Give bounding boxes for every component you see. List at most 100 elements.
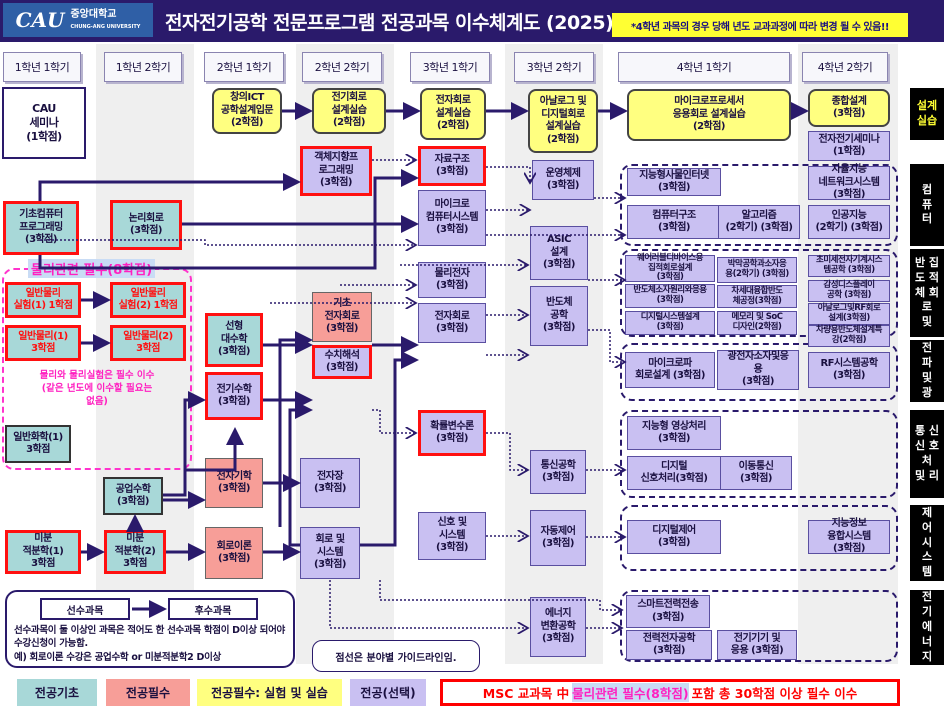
course-electrical-math[interactable]: 전기수학 (3학점) xyxy=(205,372,263,420)
university-logo: CAU 중앙대학교 CHUNG-ANG UNIVERSITY xyxy=(3,3,153,37)
course-digital-control[interactable]: 디지털제어 (3학점) xyxy=(627,520,721,554)
course-image-processing[interactable]: 지능형 영상처리 (3학점) xyxy=(627,416,721,450)
legend-elective: 전공(선택) xyxy=(350,679,426,706)
course-physics2[interactable]: 일반물리(2) 3학점 xyxy=(110,325,186,361)
track-label: 제 어 시 스 템 xyxy=(910,505,944,581)
course-probability[interactable]: 확률변수론 (3학점) xyxy=(418,410,486,456)
track-label: 반 집 도 적 체 회 로 및 xyxy=(910,249,944,337)
course-basic-electronic-circuit[interactable]: 기초 전자회로 (3학점) xyxy=(312,292,372,342)
course-autonomous-network[interactable]: 자율지능 네트워크시스템 (3학점) xyxy=(808,164,890,200)
course-calculus1[interactable]: 미분 적분학(1) 3학점 xyxy=(5,530,81,574)
course-dsp[interactable]: 디지털 신호처리(3학점) xyxy=(627,456,721,490)
course-intelligent-fusion[interactable]: 지능정보 융합시스템 (3학점) xyxy=(808,518,890,554)
course-automotive-semi[interactable]: 차량용반도체설계특 강(2학점) xyxy=(808,325,890,347)
course-em-fields[interactable]: 전자장 (3학점) xyxy=(300,458,360,508)
page-title: 전자전기공학 전문프로그램 전공과목 이수체계도 (2025) xyxy=(165,12,614,34)
track-label: 전 기 에 너 지 xyxy=(910,590,944,665)
course-electric-machines[interactable]: 전기기기 및 응용 (3학점) xyxy=(717,630,797,660)
course-rf-system[interactable]: RF시스템공학 (3학점) xyxy=(808,352,890,388)
course-microwave[interactable]: 마이크로파 회로설계 (3학점) xyxy=(625,352,715,388)
legend-text: 선수과목이 둘 이상인 과목은 적어도 한 선수과목 학점이 D이상 되어야 수… xyxy=(14,625,285,663)
course-physics-lab1[interactable]: 일반물리 실험(1) 1학점 xyxy=(5,282,81,318)
physics-group-title: 물리관련 필수(8학점) xyxy=(28,259,156,278)
logo-mark: CAU xyxy=(15,8,65,32)
course-display[interactable]: 감성디스플레이 공학 (3학점) xyxy=(808,280,890,302)
course-chemistry1[interactable]: 일반화학(1) 3학점 xyxy=(5,425,71,463)
course-data-structure[interactable]: 자료구조 (3학점) xyxy=(418,146,486,186)
dotted-line-note: 점선은 분야별 가이드라인임. xyxy=(312,640,480,672)
semester-header: 4학년 2학기 xyxy=(802,52,888,82)
legend-basic: 전공기초 xyxy=(17,679,97,706)
course-oop[interactable]: 객체지향프 로그래밍 (3학점) xyxy=(300,146,372,196)
course-logic-circuit[interactable]: 논리회로 (3학점) xyxy=(110,200,182,250)
course-linear-algebra[interactable]: 선형 대수학 (3학점) xyxy=(205,313,263,367)
semester-header: 1학년 1학기 xyxy=(3,52,81,82)
course-physics-lab2[interactable]: 일반물리 실험(2) 1학점 xyxy=(110,282,186,318)
semester-header: 3학년 2학기 xyxy=(514,52,594,82)
course-ai[interactable]: 인공지능 (2학기) (3학점) xyxy=(808,205,890,239)
course-iot[interactable]: 지능형사물인터넷 (3학점) xyxy=(627,168,721,196)
logo-sub: CHUNG-ANG UNIVERSITY xyxy=(70,24,141,30)
course-electronic-circuit[interactable]: 전자회로 (3학점) xyxy=(418,303,486,343)
track-group xyxy=(620,410,898,498)
track-label: 설계 실습 xyxy=(910,88,944,140)
course-computer-architecture[interactable]: 컴퓨터구조 (3학점) xyxy=(627,205,721,239)
course-calculus2[interactable]: 미분 적분학(2) 3학점 xyxy=(104,530,166,574)
course-signals-systems[interactable]: 신호 및 시스템 (3학점) xyxy=(418,512,486,560)
course-physics1[interactable]: 일반물리(1) 3학점 xyxy=(5,325,81,361)
course-os[interactable]: 운영체제 (3학점) xyxy=(532,160,594,200)
course-engineering-math[interactable]: 공업수학 (3학점) xyxy=(103,477,163,515)
course-electronic-lab[interactable]: 전자회로 설계실습 (2학점) xyxy=(420,88,486,140)
physics-group-note: 물리와 물리실험은 필수 이수 (같은 년도에 이수할 필요는 없음) xyxy=(39,370,155,407)
course-next-gen-process[interactable]: 차세대융합반도 체공정(3학점) xyxy=(717,285,797,308)
course-circuit-theory[interactable]: 회로이론 (3학점) xyxy=(205,527,263,579)
course-physical-electronics[interactable]: 물리전자 (3학점) xyxy=(418,262,486,298)
semester-header: 1학년 2학기 xyxy=(104,52,182,82)
course-mobile-comm[interactable]: 이동통신 (3학점) xyxy=(720,456,792,490)
course-ict-design[interactable]: 창의ICT 공학설계입문 (2학점) xyxy=(212,88,282,134)
course-semiconductor-device[interactable]: 반도체소자원리와응용 (3학점) xyxy=(625,284,715,308)
semester-header: 2학년 2학기 xyxy=(302,52,382,82)
course-communication[interactable]: 통신공학 (3학점) xyxy=(530,450,586,494)
logo-name: 중앙대학교 xyxy=(70,9,117,20)
course-circuit-lab[interactable]: 전기회로 설계실습 (2학점) xyxy=(312,88,386,134)
course-wearable-ic[interactable]: 웨어러블디바이스용 집적회로설계 (3학점) xyxy=(625,253,715,282)
course-analog-rf[interactable]: 아날로그및RF회로 설계(3학점) xyxy=(808,303,890,325)
course-automatic-control[interactable]: 자동제어 (3학점) xyxy=(530,510,586,566)
track-group xyxy=(620,249,898,337)
course-numerical-analysis[interactable]: 수치해석 (3학점) xyxy=(312,345,372,379)
track-label: 통 신 신 호 처 및 리 xyxy=(910,410,944,498)
course-energy-conversion[interactable]: 에너지 변환공학 (3학점) xyxy=(530,597,586,657)
course-asic[interactable]: ASIC 설계 (3학점) xyxy=(530,226,588,280)
course-microcomputer[interactable]: 마이크로 컴퓨터시스템 (3학점) xyxy=(418,190,486,246)
course-power-electronics[interactable]: 전력전자공학 (3학점) xyxy=(626,630,712,660)
course-algorithm[interactable]: 알고리즘 (2학기) (3학점) xyxy=(718,205,800,239)
course-semiconductor[interactable]: 반도체 공학 (3학점) xyxy=(530,286,588,346)
course-circuits-systems[interactable]: 회로 및 시스템 (3학점) xyxy=(300,527,360,579)
course-optoelectronics[interactable]: 광전자소자및응 용 (3학점) xyxy=(717,350,799,390)
course-memory-soc[interactable]: 메모리 및 SoC 디자인(2학점) xyxy=(717,311,797,335)
semester-header: 3학년 1학기 xyxy=(410,52,490,82)
course-basic-programming[interactable]: 기초컴퓨터 프로그래밍 (3학점) xyxy=(3,201,79,255)
legend-required: 전공필수 xyxy=(106,679,190,706)
course-smart-power[interactable]: 스마트전력전송 (3학점) xyxy=(626,595,710,628)
course-capstone[interactable]: 종합설계 (3학점) xyxy=(808,89,890,127)
course-microprocessor-lab[interactable]: 마이크로프로세서 응용회로 설계실습 (2학점) xyxy=(627,89,791,141)
course-thin-film[interactable]: 박막공학과소자응 용(2학기) (3학점) xyxy=(717,257,797,283)
track-group xyxy=(620,343,898,401)
course-analog-digital-lab[interactable]: 아날로그 및 디지털회로 설계실습 (2학점) xyxy=(528,89,598,153)
course-digital-system-design[interactable]: 디지털시스템설계 (3학점) xyxy=(625,311,715,335)
msc-requirement: MSC 교과목 中 물리관련 필수(8학점) 포함 총 30학점 이상 필수 이… xyxy=(440,679,900,706)
course-ee-seminar[interactable]: 전자전기세미나 (1학점) xyxy=(808,131,890,161)
course-nano-mems[interactable]: 초미세전자기계시스 템공학 (3학점) xyxy=(808,255,890,277)
semester-header: 4학년 1학기 xyxy=(618,52,790,82)
track-label: 컴 퓨 터 xyxy=(910,164,944,246)
msc-highlight: 물리관련 필수(8학점) xyxy=(572,683,689,702)
semester-header: 2학년 1학기 xyxy=(204,52,284,82)
legend-postreq: 후수과목 xyxy=(168,598,258,620)
legend-lab: 전공필수: 실험 및 실습 xyxy=(197,679,342,706)
msc-prefix: MSC 교과목 中 xyxy=(482,686,570,701)
course-cau-seminar[interactable]: CAU 세미나 (1학점) xyxy=(2,87,86,159)
course-electromagnetics[interactable]: 전자기학 (3학점) xyxy=(205,458,263,508)
track-group xyxy=(620,164,898,246)
